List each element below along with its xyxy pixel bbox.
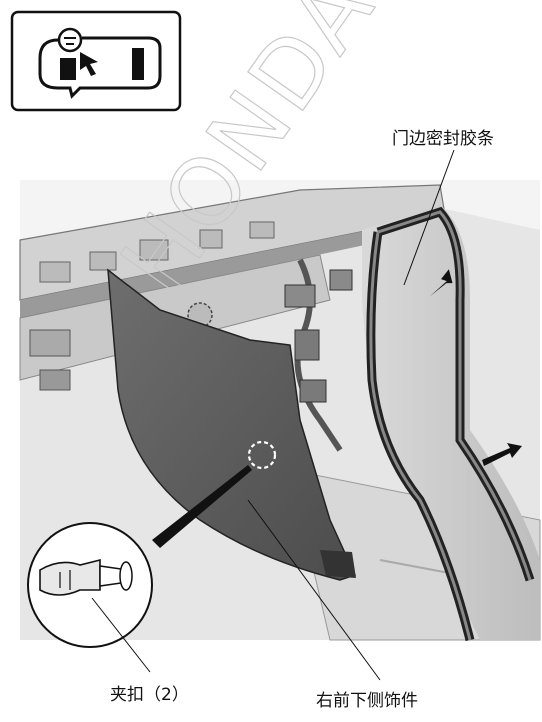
pull-arrows bbox=[429, 269, 522, 466]
label-clip: 夹扣（2） bbox=[110, 685, 189, 705]
removal-icon-box bbox=[10, 10, 182, 112]
leader-lines bbox=[91, 149, 455, 681]
clip-location-marker bbox=[247, 440, 277, 470]
lower-side-trim-panel bbox=[107, 268, 357, 581]
label-door-seal: 门边密封胶条 bbox=[392, 129, 494, 149]
label-trim: 右前下侧饰件 bbox=[316, 691, 418, 711]
hand-pull-icon bbox=[57, 27, 144, 80]
door-frame bbox=[362, 205, 540, 642]
clip-detail-view bbox=[27, 465, 252, 648]
